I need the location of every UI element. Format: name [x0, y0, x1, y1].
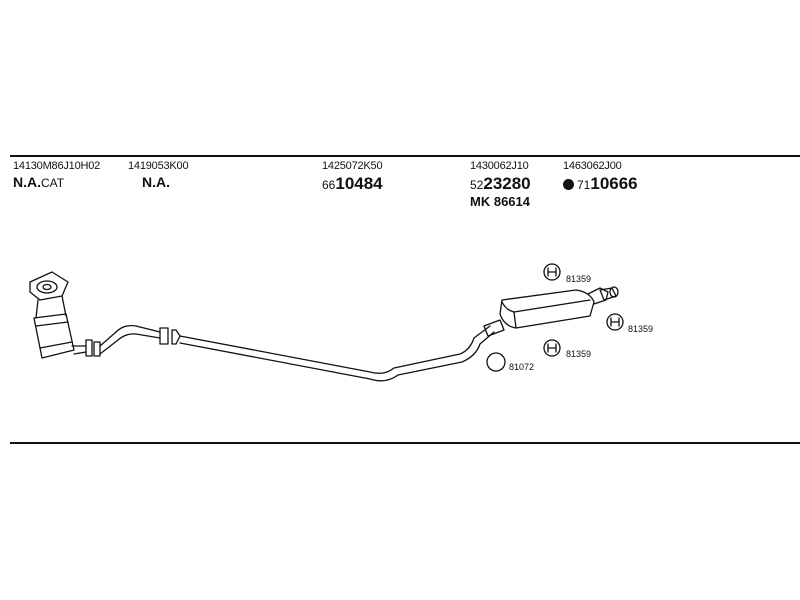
order-main: 10484 — [335, 174, 383, 193]
front-pipe — [99, 324, 169, 355]
part-number: 1425072K50 — [322, 160, 383, 172]
hanger-icon — [543, 263, 561, 281]
bullet-icon — [563, 179, 574, 190]
order-main: 10666 — [590, 174, 638, 193]
part-column-catalyst: 14130M86J10H02 N.A.CAT — [13, 160, 100, 190]
ring-callout: 81072 — [509, 362, 534, 372]
order-prefix: 52 — [470, 178, 484, 192]
mk-label: MK — [470, 194, 491, 209]
mk-number: 86614 — [493, 194, 530, 209]
part-number: 1419053K00 — [128, 160, 189, 172]
part-number: 14130M86J10H02 — [13, 160, 101, 172]
flange-joint — [85, 339, 101, 357]
order-number: 6610484 — [322, 174, 383, 194]
hanger-icon — [606, 313, 624, 331]
part-column-tail: 1463062J00 7110666 — [563, 160, 638, 194]
bottom-rule — [10, 442, 800, 444]
part-column-rear-silencer: 1430062J10 5223280 MK 86614 — [470, 160, 531, 209]
tail-pipe — [599, 286, 619, 301]
part-number: 1463062J00 — [563, 160, 622, 172]
hanger-callout: 81359 — [628, 324, 653, 334]
order-number: 5223280 — [470, 174, 531, 194]
order-number: 7110666 — [563, 174, 638, 194]
not-available-label: N.A. — [13, 174, 41, 190]
order-prefix: 71 — [577, 178, 591, 192]
order-number: N.A.CAT — [13, 174, 100, 190]
catalytic-converter — [29, 271, 87, 359]
top-rule — [10, 155, 800, 157]
order-main: 23280 — [483, 174, 531, 193]
order-prefix: 66 — [322, 178, 336, 192]
middle-pipe — [171, 325, 495, 382]
hanger-callout: 81359 — [566, 349, 591, 359]
part-column-middle-pipe: 1425072K50 6610484 — [322, 160, 383, 194]
order-number: N.A. — [142, 174, 188, 190]
not-available-label: N.A. — [142, 174, 170, 190]
mounting-kit: MK 86614 — [470, 194, 531, 209]
part-column-front-pipe: 1419053K00 N.A. — [128, 160, 189, 190]
cat-suffix: CAT — [41, 176, 65, 190]
part-number: 1430062J10 — [470, 160, 529, 172]
hanger-icon — [543, 339, 561, 357]
seal-ring-icon — [486, 352, 506, 372]
rear-silencer — [483, 287, 609, 337]
hanger-callout: 81359 — [566, 274, 591, 284]
